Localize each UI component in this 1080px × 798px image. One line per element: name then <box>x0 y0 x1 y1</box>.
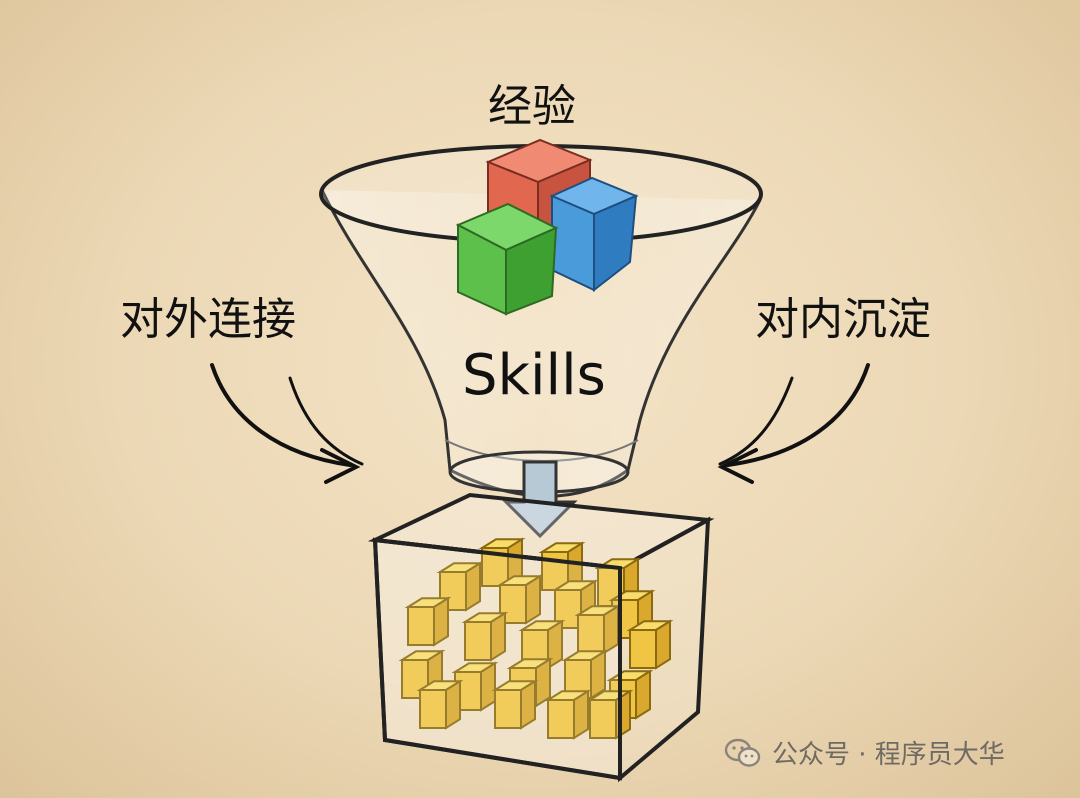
gold-cube <box>561 649 609 700</box>
gold-cube <box>626 619 674 670</box>
left-label: 对外连接 <box>120 294 296 345</box>
gold-cubes <box>398 537 674 740</box>
green-cube <box>455 202 559 316</box>
funnel-label: Skills <box>462 343 606 408</box>
gold-cube <box>461 611 509 662</box>
box-front-glass <box>372 537 622 781</box>
blue-cube <box>549 176 639 293</box>
top-label: 经验 <box>488 81 576 132</box>
curved-arrow-left <box>210 363 364 484</box>
gold-cube <box>574 604 622 655</box>
wechat-icon <box>724 738 761 767</box>
gold-cube <box>416 679 464 730</box>
right-label: 对内沉淀 <box>755 294 931 345</box>
gold-cube <box>496 574 544 625</box>
watermark-text: 公众号 · 程序员大华 <box>772 740 1005 770</box>
gold-cube <box>436 561 484 612</box>
gold-cube <box>544 689 592 740</box>
gold-cube <box>404 596 452 647</box>
watermark: 公众号 · 程序员大华 <box>724 734 1005 771</box>
gold-cube <box>491 679 539 730</box>
curved-arrow-right <box>717 363 870 484</box>
